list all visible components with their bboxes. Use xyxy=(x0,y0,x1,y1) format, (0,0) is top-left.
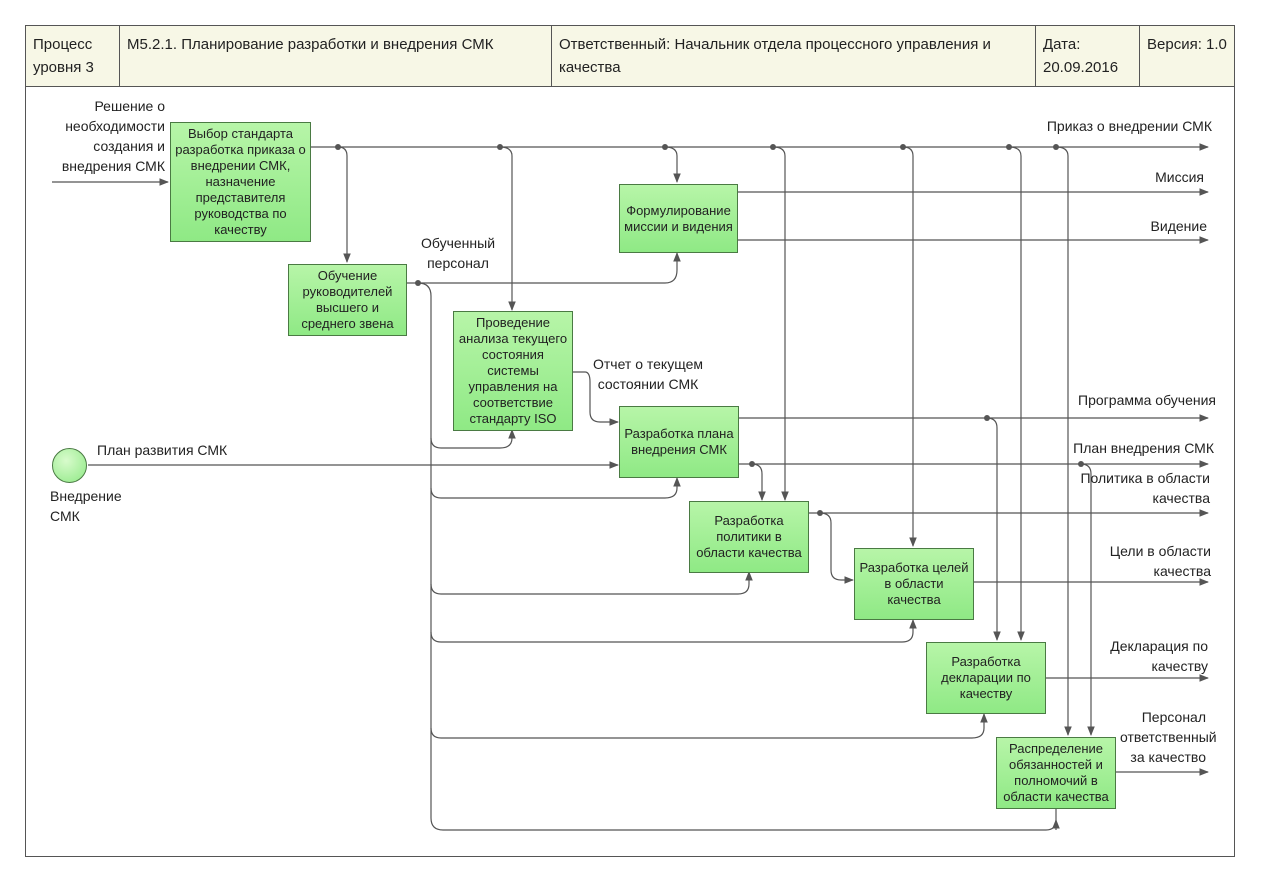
output-plan-label: План внедрения СМК xyxy=(1073,440,1214,456)
output-personnel-label: Персонал ответственный за качество xyxy=(1120,709,1217,765)
flow-trained-staff xyxy=(406,252,681,284)
process-select-standard[interactable]: Выбор стандарта разработка приказа о вне… xyxy=(170,122,311,242)
output-order-label: Приказ о внедрении СМК xyxy=(1046,118,1212,134)
junction-dot xyxy=(415,280,421,286)
junction-dot xyxy=(497,144,503,150)
trained-staff-label: Обученный персонал xyxy=(420,235,496,271)
output-goals-label: Цели в области качества xyxy=(1109,543,1211,579)
start-event[interactable] xyxy=(52,448,87,483)
process-plan[interactable]: Разработка плана внедрения СМК xyxy=(619,406,739,478)
header-responsible: Ответственный: Начальник отдела процессн… xyxy=(552,26,1036,87)
process-mission-vision[interactable]: Формулирование миссии и видения xyxy=(619,184,738,253)
header-level: Процесс уровня 3 xyxy=(26,26,120,87)
junction-dot xyxy=(984,415,990,421)
process-declaration[interactable]: Разработка декларации по качеству xyxy=(926,642,1046,714)
process-analysis[interactable]: Проведение анализа текущего состояния си… xyxy=(453,311,573,431)
header-date: Дата: 20.09.2016 xyxy=(1036,26,1140,87)
junction-dot xyxy=(770,144,776,150)
output-policy-label: Политика в области качества xyxy=(1080,470,1210,506)
output-vision-label: Видение xyxy=(1150,218,1207,234)
junction-dot xyxy=(749,461,755,467)
output-mission-label: Миссия xyxy=(1155,169,1204,185)
process-policy[interactable]: Разработка политики в области качества xyxy=(689,501,809,573)
junction-dot xyxy=(1053,144,1059,150)
input-decision-label: Решение о необходимости создания и внедр… xyxy=(61,98,165,174)
junction-dot xyxy=(1078,461,1084,467)
junction-dot xyxy=(817,510,823,516)
output-training-program-label: Программа обучения xyxy=(1078,392,1216,408)
process-training[interactable]: Обучение руководителей высшего и среднег… xyxy=(288,264,407,336)
junction-dot xyxy=(1006,144,1012,150)
junction-dot xyxy=(662,144,668,150)
junction-dot xyxy=(335,144,341,150)
header-process: М5.2.1. Планирование разработки и внедре… xyxy=(120,26,552,87)
header-version: Версия: 1.0 xyxy=(1140,26,1234,87)
process-goals[interactable]: Разработка целей в области качества xyxy=(854,548,974,620)
diagram-frame xyxy=(25,25,1235,857)
development-plan-label: План развития СМК xyxy=(97,442,228,458)
report-label: Отчет о текущем состоянии СМК xyxy=(593,356,703,392)
junction-dot xyxy=(900,144,906,150)
output-declaration-label: Декларация по качеству xyxy=(1110,638,1208,674)
start-event-label: Внедрение СМК xyxy=(50,488,122,524)
flow-report xyxy=(572,371,619,426)
process-responsibilities[interactable]: Распределение обязанностей и полномочий … xyxy=(996,737,1116,809)
